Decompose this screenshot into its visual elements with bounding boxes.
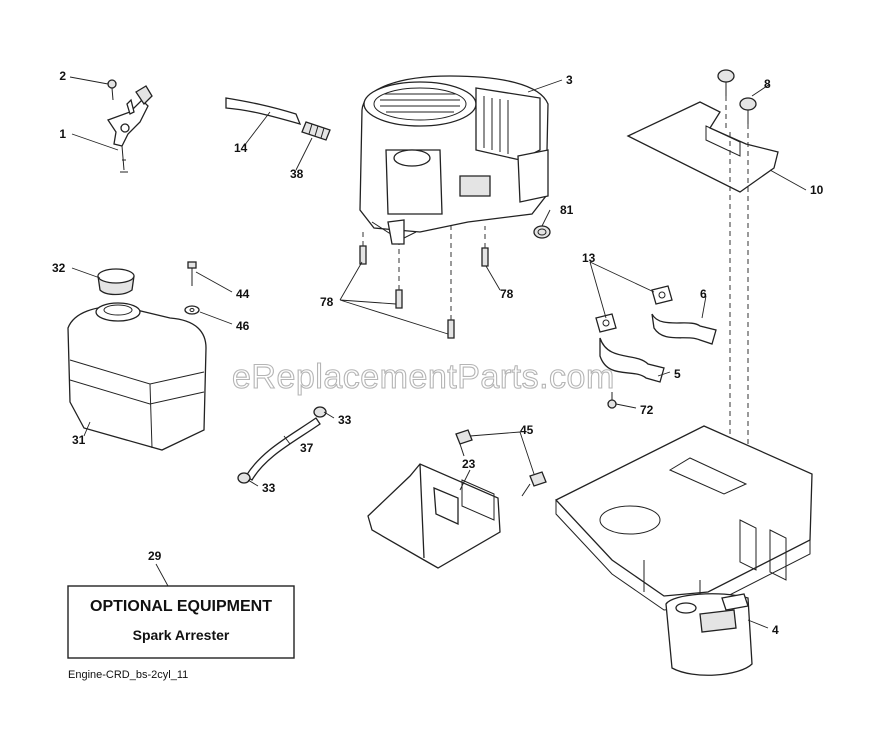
hose-clamp-part [237,406,327,484]
fuel-line-part [245,417,321,481]
callout-72: 72 [640,403,654,417]
callout-8: 8 [764,77,771,91]
engine-bolts-part [359,226,489,339]
callout-14: 14 [234,141,248,155]
callout-5: 5 [674,367,681,381]
watermark: eReplacementParts.com [232,358,615,396]
callout-10: 10 [810,183,824,197]
washer-part-46 [184,305,200,315]
callout-3: 3 [566,73,573,87]
fuel-tank-part [67,302,207,451]
knob-part-8 [717,69,757,124]
seat-pan-part [626,101,779,193]
callout-6: 6 [700,287,707,301]
callout-44: 44 [236,287,250,301]
optional-equipment-subtitle: Spark Arrester [133,627,230,643]
callout-46: 46 [236,319,250,333]
callout-81: 81 [560,203,574,217]
fuel-cap-part [97,268,135,296]
bracket-part [367,463,501,569]
gaskets-part [595,285,673,333]
throttle-control-part [107,85,153,173]
screw-part-2 [107,79,117,101]
optional-equipment-title: OPTIONAL EQUIPMENT [90,598,272,615]
engine-accessory-part-81 [533,225,551,239]
callout-37: 37 [300,441,314,455]
callout-numbers: 1 2 3 4 5 6 8 10 13 14 23 29 31 32 33 33… [52,69,824,637]
muffler-part [665,593,753,676]
callout-29: 29 [148,549,162,563]
callout-4: 4 [772,623,779,637]
callout-32: 32 [52,261,66,275]
bracket-bolts-part [455,429,547,497]
optional-equipment-box: OPTIONAL EQUIPMENT Spark Arrester [67,585,295,659]
fuel-hose-part [225,97,302,125]
engine-part [359,75,549,245]
callout-13: 13 [582,251,596,265]
callout-1: 1 [59,127,66,141]
callout-33-upper: 33 [338,413,352,427]
exhaust-pipe-part-5 [599,337,665,383]
callout-2: 2 [59,69,66,83]
callout-23: 23 [462,457,476,471]
hose-fitting-part [301,121,331,141]
exhaust-pipe-part-6 [651,313,717,345]
callout-38: 38 [290,167,304,181]
callout-78-left: 78 [320,295,334,309]
callout-45: 45 [520,423,534,437]
callout-33-lower: 33 [262,481,276,495]
callout-31: 31 [72,433,86,447]
callout-78-right: 78 [500,287,514,301]
diagram-caption: Engine-CRD_bs-2cyl_11 [68,669,188,681]
frame-part [554,425,813,611]
bolt-part-44 [187,261,197,286]
leader-lines [69,76,807,629]
